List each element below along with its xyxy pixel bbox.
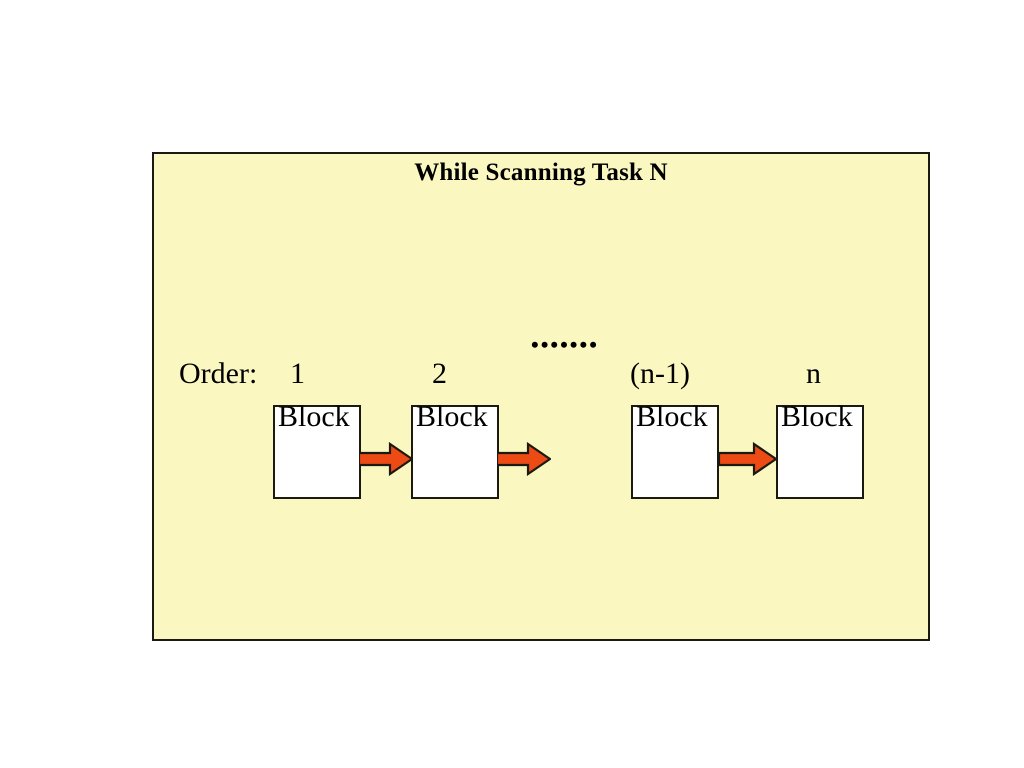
flow-arrow-2-icon: [497, 442, 551, 476]
block-3: Block: [631, 401, 719, 499]
block-1: Block: [273, 401, 361, 499]
flow-arrow-1-icon: [359, 442, 413, 476]
order-label-2: 2: [432, 357, 447, 390]
flow-arrow-3-icon: [719, 442, 778, 476]
order-label-n-minus-1: (n-1): [630, 357, 690, 390]
block-3-label: Block: [636, 400, 708, 433]
diagram-panel: While Scanning Task N Order: 1 2 (n-1) n…: [152, 152, 930, 641]
order-label-n: n: [806, 357, 821, 390]
order-row: Order: 1 2 (n-1) n: [154, 154, 928, 639]
panel-title: While Scanning Task N: [414, 159, 668, 186]
ellipsis-dots-icon: •••••••: [531, 332, 599, 357]
block-2: Block: [411, 401, 499, 499]
block-4-label: Block: [781, 400, 853, 433]
block-1-label: Block: [278, 400, 350, 433]
block-4: Block: [776, 401, 864, 499]
order-caption-label: Order:: [179, 357, 258, 390]
order-label-1: 1: [290, 357, 305, 390]
block-2-label: Block: [416, 400, 488, 433]
